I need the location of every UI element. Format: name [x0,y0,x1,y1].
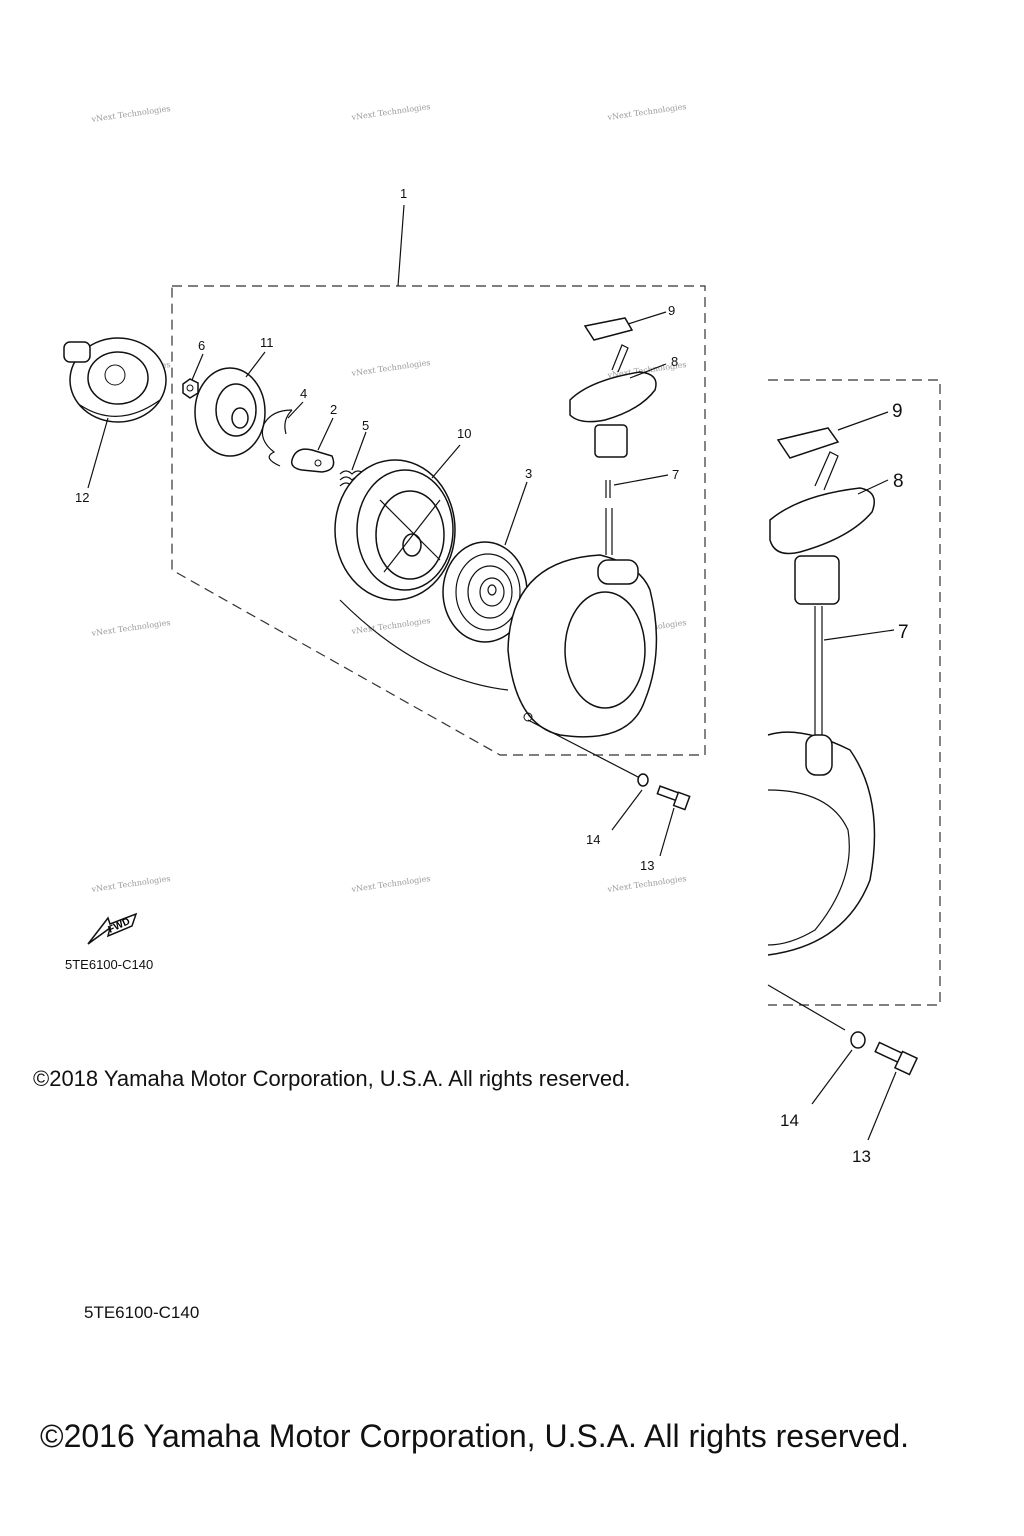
watermark-text: vNext Technologies [350,616,431,636]
part-12-pulley [63,337,167,423]
detail-callout-8: 8 [893,471,904,492]
callout-14: 14 [586,832,600,847]
fwd-label: FWD [107,916,132,936]
leader-line-2 [317,417,334,451]
callout-1: 1 [400,186,407,201]
copyright-large: ©2016 Yamaha Motor Corporation, U.S.A. A… [40,1418,910,1454]
callout-labels-main: 1 2 3 4 5 6 7 8 9 10 11 12 13 14 [75,186,679,873]
leader-line-4 [287,401,304,419]
callout-13: 13 [640,858,654,873]
detail-leader-line-9 [837,411,889,431]
leader-line-11 [245,351,266,378]
part-10-reel [334,459,456,601]
watermark-text: vNext Technologies [606,874,687,894]
leader-line-8 [629,363,667,379]
detail-part-14-washer [850,1031,866,1049]
leader-line-9 [627,311,667,325]
callout-10: 10 [457,426,471,441]
leader-line-1 [397,204,405,287]
detail-leader-line-13 [867,1071,897,1141]
watermark-text: vNext Technologies [90,104,171,124]
callout-8: 8 [671,354,678,369]
watermark-text: vNext Technologies [350,102,431,122]
detail-leader-line-7 [823,629,895,641]
copyright-small: ©2018 Yamaha Motor Corporation, U.S.A. A… [33,1066,631,1091]
callout-3: 3 [525,466,532,481]
leader-line-7 [613,474,669,486]
assembly-boundary-main [171,285,706,756]
callout-5: 5 [362,418,369,433]
detail-rope [814,606,823,740]
callout-4: 4 [300,386,307,401]
callout-6: 6 [198,338,205,353]
fwd-arrow-icon: FWD [87,912,138,945]
detail-leader-line-14 [811,1049,853,1105]
part-13-bolt [656,785,691,811]
leader-line-5 [351,431,367,471]
detail-callout-9: 9 [892,401,903,422]
detail-part-13-bolt [874,1041,919,1076]
part-4-clip [261,409,293,467]
watermark-text: vNext Technologies [606,102,687,122]
leader-line-case [527,719,641,779]
part-9-grip [583,317,634,341]
detail-leader-line-8 [857,479,889,495]
part-14-washer [637,773,649,787]
detail-part-8-handle [769,451,875,605]
watermark-text: vNext Technologies [90,618,171,638]
leader-line-13 [659,807,675,857]
detail-leader-line-case [767,984,846,1031]
callout-labels-detail: 9 8 7 14 13 [780,401,909,1166]
detail-callout-7: 7 [898,622,909,643]
watermark-text: vNext Technologies [90,874,171,894]
part-6-nut [182,378,199,399]
callout-2: 2 [330,402,337,417]
part-rope-main [605,480,613,555]
leader-line-10 [431,444,461,479]
watermark-text: vNext Technologies [350,358,431,378]
part-8-handle [569,344,657,458]
callout-11: 11 [260,335,274,350]
diagram-code-large: 5TE6100-C140 [84,1303,200,1322]
detail-callout-13: 13 [852,1147,871,1166]
callout-12: 12 [75,490,89,505]
watermark-text: vNext Technologies [350,874,431,894]
leader-line-12 [87,417,109,489]
leader-line-3 [504,481,528,546]
part-2-pawl [290,448,335,473]
detail-callout-14: 14 [780,1111,799,1130]
part-11-drive-plate [194,367,266,457]
callout-9: 9 [668,303,675,318]
detail-part-9-grip [776,427,840,459]
callout-7: 7 [672,467,679,482]
detail-case-fragment [767,731,876,956]
assembly-boundary-detail [768,379,941,1006]
leader-line-14 [611,789,643,831]
diagram-code-small: 5TE6100-C140 [65,957,154,972]
leader-line-6 [191,353,204,381]
